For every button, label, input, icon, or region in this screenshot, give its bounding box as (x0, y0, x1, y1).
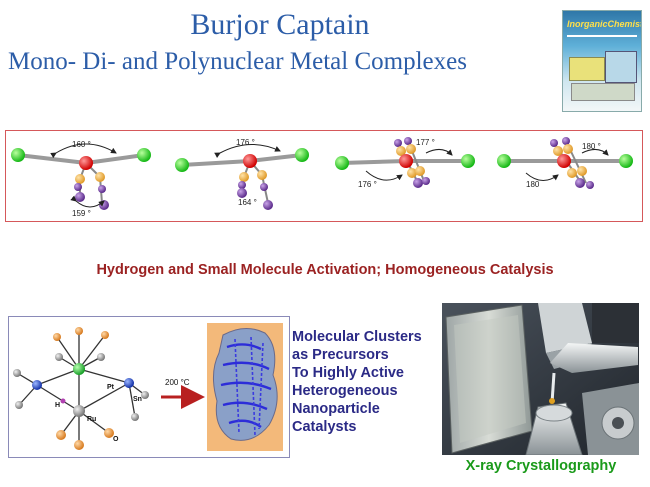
xray-photo-svg (442, 303, 639, 455)
structure-4 (497, 137, 633, 189)
section-heading: Hydrogen and Small Molecule Activation; … (96, 262, 554, 278)
structure-1 (11, 143, 151, 210)
description-line: To Highly Active (292, 365, 404, 381)
angle-label: 160 ° (72, 140, 91, 149)
xray-instrument-photo (442, 303, 639, 455)
cover-panel (605, 51, 637, 83)
description-line: Catalysts (292, 419, 357, 435)
cover-strip (567, 35, 637, 37)
angle-label: 159 ° (72, 209, 91, 218)
angle-label: 164 ° (238, 198, 257, 207)
angle-structures-panel: 160 ° 159 ° 176 ° 164 ° (5, 130, 643, 222)
cluster-svg: Pt Ru Sn H O 200 °C (13, 323, 283, 451)
journal-cover-image: InorganicChemistry (562, 10, 642, 112)
atom-label-h: H (55, 402, 60, 409)
angle-structures-svg: 160 ° 159 ° 176 ° 164 ° (11, 137, 633, 218)
description-text: Molecular Clusters as Precursors To High… (292, 328, 448, 436)
description-line: Nanoparticle (292, 401, 380, 417)
description-line: Heterogeneous (292, 383, 398, 399)
angle-label: 177 ° (416, 138, 435, 147)
page-subtitle: Mono- Di- and Polynuclear Metal Complexe… (8, 48, 467, 75)
description-line: as Precursors (292, 347, 389, 363)
cluster-panel: Pt Ru Sn H O 200 °C (8, 316, 290, 458)
atom-label-ru: Ru (87, 416, 96, 423)
cover-panel (569, 57, 605, 81)
atom-label-sn: Sn (133, 396, 142, 403)
structure-2 (175, 143, 309, 210)
cover-panel (571, 83, 635, 101)
angle-label: 176 ° (358, 180, 377, 189)
journal-cover-brand: InorganicChemistry (567, 19, 641, 29)
atom-label-pt: Pt (107, 384, 115, 391)
page-title: Burjor Captain (190, 8, 370, 41)
angle-label: 180 (526, 180, 540, 189)
structure-3 (335, 137, 475, 188)
angle-label: 180 ° (582, 142, 601, 151)
nanoparticle-image (207, 323, 283, 451)
angle-label: 176 ° (236, 138, 255, 147)
atom-label-o: O (113, 436, 119, 443)
description-line: Molecular Clusters (292, 329, 422, 345)
xray-caption: X-ray Crystallography (465, 458, 617, 474)
arrow-label: 200 °C (165, 378, 190, 387)
